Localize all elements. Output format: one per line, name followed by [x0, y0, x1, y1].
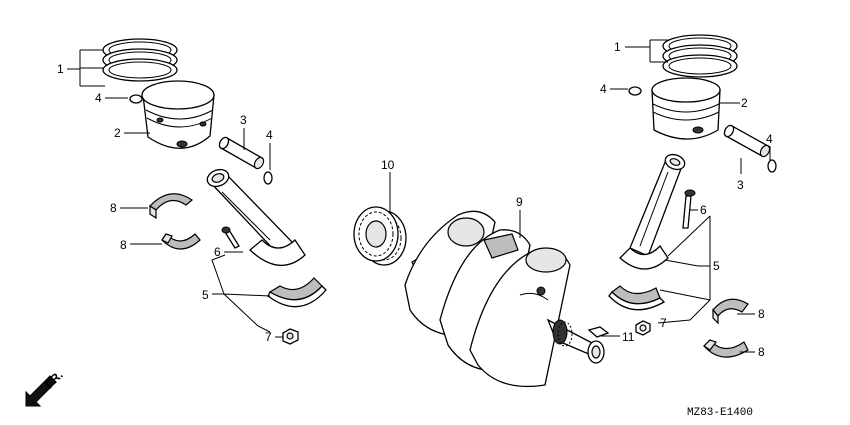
callout-bearing-lower-left: 8: [120, 238, 127, 252]
rod-bolt-left: [221, 226, 240, 249]
woodruff-key: [587, 326, 610, 338]
callout-piston-ring-left: 1: [57, 62, 64, 76]
callout-bolt-left: 6: [214, 245, 221, 259]
callout-piston-ring-right: 1: [614, 40, 621, 54]
rod-nut-right: [635, 320, 651, 336]
rod-cap-right: [608, 285, 666, 311]
callout-clip-left-pin: 4: [266, 128, 273, 142]
piston-clip-right: [628, 86, 642, 96]
front-direction-indicator: FR.: [25, 368, 66, 407]
callout-sprocket: 10: [381, 158, 395, 172]
callout-nut-left: 7: [265, 330, 272, 344]
piston-left: [141, 80, 215, 149]
rod-bolt-right: [682, 189, 696, 229]
callout-clip-left: 4: [95, 91, 102, 105]
callout-bearing-upper-right: 8: [758, 307, 765, 321]
piston-pin-right: [723, 124, 771, 158]
callout-key: 11: [622, 330, 635, 344]
piston-ring-set-right: [662, 34, 738, 78]
diagram-code: MZ83-E1400: [687, 407, 753, 419]
piston-ring-set-left: [102, 38, 178, 82]
callout-bearing-upper-left: 8: [110, 201, 117, 215]
connecting-rod-right: [619, 153, 686, 270]
connecting-rod-left: [206, 168, 306, 267]
piston-pin-clip-left: [263, 171, 273, 185]
piston-pin-clip-right: [767, 159, 777, 173]
bearing-lower-right: [703, 339, 749, 358]
bearing-lower-left: [161, 233, 201, 250]
rod-cap-left: [267, 277, 327, 308]
callout-nut-right: 7: [660, 316, 667, 330]
bearing-upper-right: [712, 298, 749, 325]
callout-pin-left: 3: [240, 113, 247, 127]
callout-pin-right: 3: [737, 178, 744, 192]
bearing-upper-left: [149, 193, 193, 220]
callout-rod-right: 5: [713, 259, 720, 273]
callout-piston-left: 2: [114, 126, 121, 140]
cam-chain-sprocket: [353, 206, 407, 266]
callout-crankshaft: 9: [516, 195, 523, 209]
callout-bearing-lower-right: 8: [758, 345, 765, 359]
rod-nut-left: [282, 328, 299, 345]
callout-piston-right: 2: [741, 96, 748, 110]
callout-rod-left: 5: [202, 288, 209, 302]
arrow-down-left-icon: [25, 375, 57, 407]
crankshaft: [404, 210, 605, 388]
callout-clip-right: 4: [600, 82, 607, 96]
callout-labels: 1 4 2 3 4 8 8 6 5 7 10 9 1 4 2 3 4 6 5 7…: [57, 40, 773, 359]
callout-clip-right-pin: 4: [766, 132, 773, 146]
piston-pin-left: [218, 136, 265, 170]
piston-right: [651, 77, 721, 140]
leader-lines: [67, 39, 771, 353]
callout-bolt-right: 6: [700, 203, 707, 217]
piston-clip-left: [129, 94, 143, 104]
